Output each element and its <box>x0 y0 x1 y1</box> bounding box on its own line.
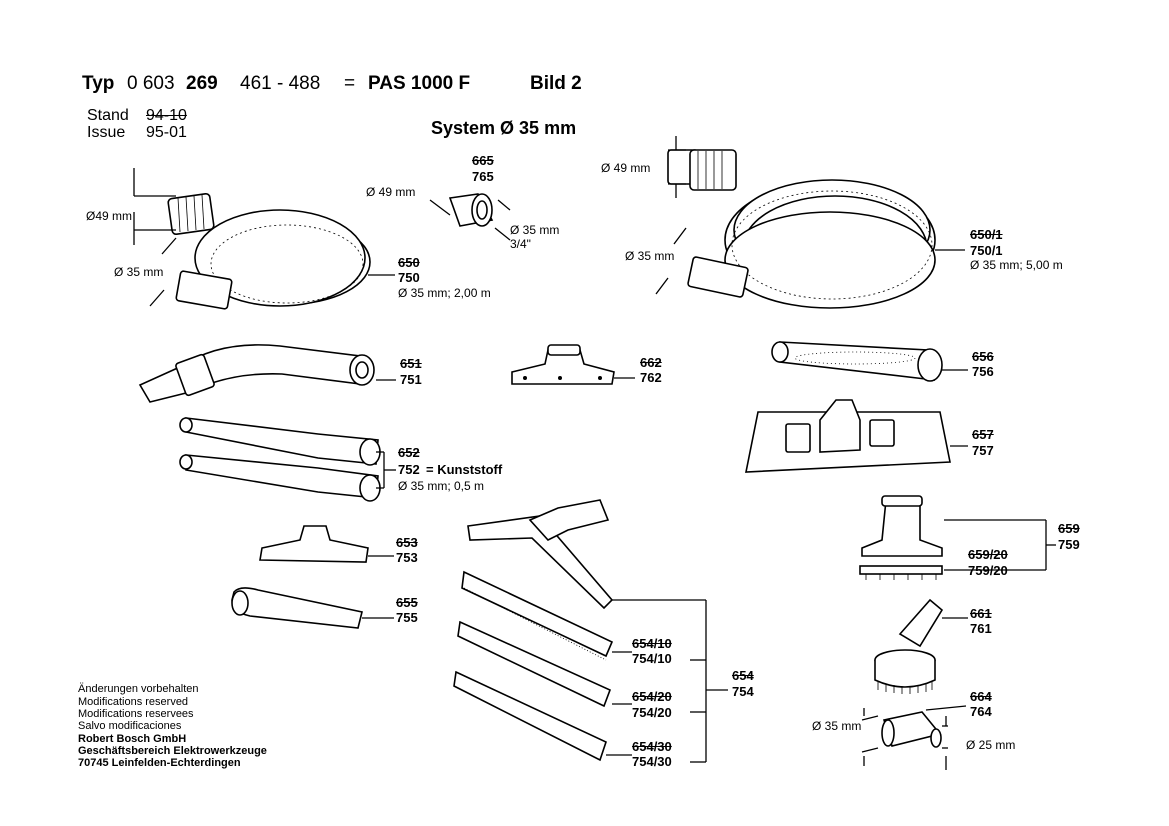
dim-764-a: Ø 35 mm <box>812 719 862 733</box>
part-757: 757 <box>972 443 994 458</box>
part-old-665: 665 <box>472 153 494 168</box>
part-old-654: 654 <box>732 668 754 683</box>
model-name: PAS 1000 F <box>368 73 471 94</box>
typ-label: Typ <box>82 73 115 94</box>
part-old-664: 664 <box>970 689 992 704</box>
hose-750-1-dimension-lines <box>655 136 965 295</box>
stand-label: Stand <box>87 107 129 124</box>
part-765: 765 <box>472 169 494 184</box>
hose-750-1-drawing <box>667 149 936 309</box>
material-752: = Kunststoff <box>426 462 503 477</box>
part-old-651: 651 <box>400 356 422 371</box>
part-old-662: 662 <box>640 355 662 370</box>
typ-bold: 269 <box>186 73 218 94</box>
part-752: 752 <box>398 462 420 477</box>
part-754-20: 754/20 <box>632 705 672 720</box>
crevice-755-drawing <box>231 587 394 629</box>
issue-label: Issue <box>87 124 126 141</box>
part-old-650: 650 <box>398 255 420 270</box>
company-division: Geschäftsbereich Elektrowerkzeuge <box>78 745 267 757</box>
note-line: Änderungen vorbehalten <box>78 683 199 695</box>
part-old-661: 661 <box>970 606 992 621</box>
dim-750-b: Ø 35 mm <box>114 265 164 279</box>
nozzle-762-drawing <box>511 344 635 385</box>
issue-value: 95-01 <box>146 124 187 141</box>
part-old-659: 659 <box>1058 521 1080 536</box>
part-751: 751 <box>400 372 422 387</box>
spec-752: Ø 35 mm; 0,5 m <box>398 479 485 493</box>
spec-750: Ø 35 mm; 2,00 m <box>398 286 491 300</box>
part-754-10: 754/10 <box>632 651 672 666</box>
part-754-30: 754/30 <box>632 754 672 769</box>
dim-750-a: Ø49 mm <box>86 209 133 223</box>
nozzle-753-drawing <box>259 525 394 563</box>
company-address: 70745 Leinfelden-Echterdingen <box>78 757 241 769</box>
part-old-655: 655 <box>396 595 418 610</box>
spec-750-1: Ø 35 mm; 5,00 m <box>970 258 1063 272</box>
tool-759-drawing <box>859 495 1056 580</box>
dim-750-1-b: Ø 35 mm <box>625 249 675 263</box>
part-old-653: 653 <box>396 535 418 550</box>
floor-tools-754-drawing <box>453 499 728 763</box>
part-761: 761 <box>970 621 992 636</box>
system-title: System Ø 35 mm <box>431 118 577 138</box>
dim-765-c: 3/4" <box>510 237 531 251</box>
part-old-650-1: 650/1 <box>970 227 1003 242</box>
part-old-654-20: 654/20 <box>632 689 672 704</box>
reducer-764-drawing <box>861 705 967 770</box>
floor-tool-757-drawing <box>745 399 968 473</box>
part-old-654-10: 654/10 <box>632 636 672 651</box>
dim-750-1-a: Ø 49 mm <box>601 161 651 175</box>
equals-sign: = <box>344 73 356 94</box>
dim-765-a: Ø 49 mm <box>366 185 416 199</box>
dim-765-b: Ø 35 mm <box>510 223 560 237</box>
filter-756-drawing <box>771 341 968 382</box>
part-old-659-20: 659/20 <box>968 547 1008 562</box>
part-old-657: 657 <box>972 427 994 442</box>
company-name: Robert Bosch GmbH <box>78 733 187 745</box>
hose-750-dimension-lines <box>133 168 395 307</box>
part-750: 750 <box>398 270 420 285</box>
adapter-765-drawing <box>429 193 511 241</box>
part-753: 753 <box>396 550 418 565</box>
hose-750-drawing <box>167 192 371 310</box>
part-754: 754 <box>732 684 754 699</box>
part-759: 759 <box>1058 537 1080 552</box>
brush-761-drawing <box>874 598 968 694</box>
typ-prefix: 0 603 <box>127 73 175 94</box>
note-line: Salvo modificaciones <box>78 720 182 732</box>
part-759-20: 759/20 <box>968 563 1008 578</box>
curved-handle-751-drawing <box>138 344 396 403</box>
part-755: 755 <box>396 610 418 625</box>
part-old-654-30: 654/30 <box>632 739 672 754</box>
bild-label: Bild 2 <box>530 73 582 94</box>
typ-range: 461 - 488 <box>240 73 321 94</box>
part-750-1: 750/1 <box>970 243 1003 258</box>
note-line: Modifications reserved <box>78 696 189 708</box>
tubes-752-drawing <box>179 417 396 502</box>
stand-old-value: 94-10 <box>146 107 187 124</box>
part-756: 756 <box>972 364 994 379</box>
part-764: 764 <box>970 704 992 719</box>
dim-764-b: Ø 25 mm <box>966 738 1016 752</box>
part-old-652: 652 <box>398 445 420 460</box>
part-762: 762 <box>640 370 662 385</box>
note-line: Modifications reservees <box>78 708 194 720</box>
part-old-656: 656 <box>972 349 994 364</box>
